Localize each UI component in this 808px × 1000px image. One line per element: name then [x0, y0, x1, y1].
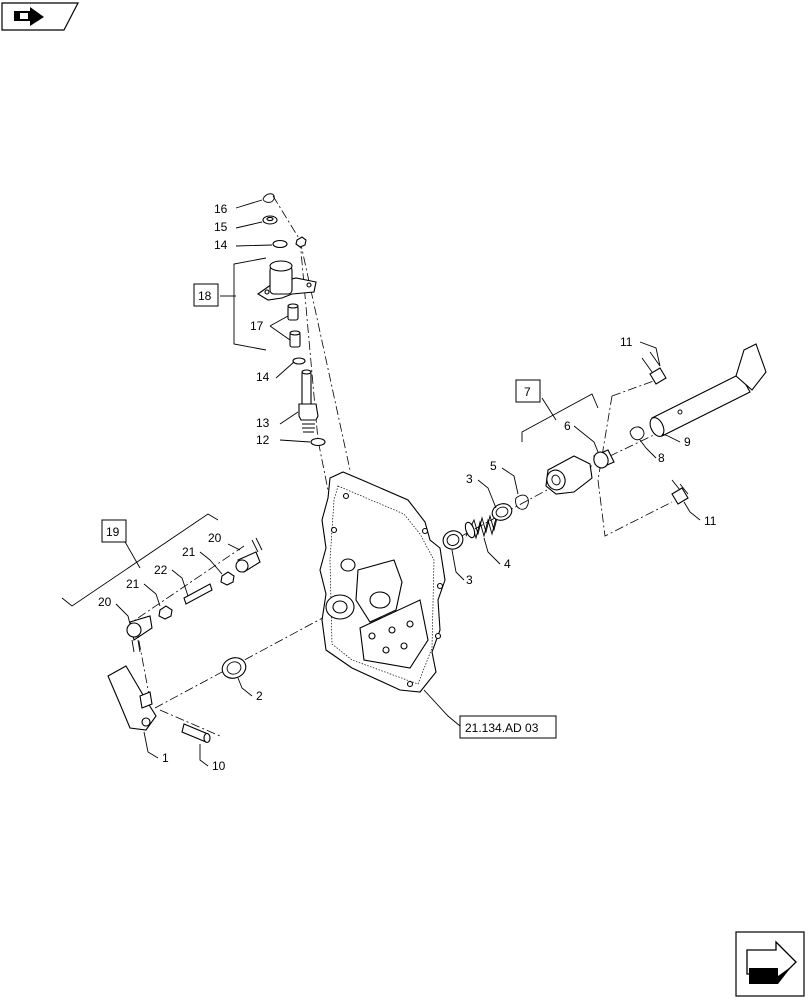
part-9-shaft[interactable] — [647, 343, 767, 439]
callout-12: 12 — [256, 433, 270, 447]
part-20-ball-joint-lower[interactable] — [126, 615, 153, 653]
part-1-lever[interactable] — [107, 665, 157, 731]
part-15-washer[interactable] — [262, 215, 278, 225]
callout-10: 10 — [212, 759, 226, 773]
part-14-ring-mid[interactable] — [292, 357, 306, 365]
callout-14-mid: 14 — [256, 370, 270, 384]
part-13-shaft[interactable] — [298, 369, 319, 433]
callout-22: 22 — [154, 563, 168, 577]
callout-20-lower: 20 — [98, 595, 112, 609]
callout-16: 16 — [214, 202, 228, 216]
callout-6: 6 — [564, 419, 571, 433]
callout-4: 4 — [504, 557, 511, 571]
part-7-bush[interactable] — [592, 449, 615, 470]
part-11-bolt-lower[interactable] — [671, 479, 689, 505]
part-16-circlip[interactable] — [262, 193, 275, 203]
part-2-seal[interactable] — [219, 654, 248, 681]
part-12-ring[interactable] — [310, 437, 326, 447]
leader-lines — [115, 199, 701, 767]
callout-20-upper: 20 — [208, 531, 222, 545]
part-6-housing[interactable] — [544, 455, 593, 495]
callout-17: 17 — [250, 319, 264, 333]
svg-text:7: 7 — [524, 385, 531, 399]
part-10-pin[interactable] — [181, 723, 211, 744]
part-3-ring-right[interactable] — [490, 501, 514, 523]
bracket-18 — [233, 257, 267, 351]
reference-box[interactable]: 21.134.AD 03 — [459, 715, 557, 739]
part-21-nut-lower[interactable] — [158, 605, 173, 620]
part-22-rod[interactable] — [183, 583, 213, 605]
callout-3-lower: 3 — [466, 573, 473, 587]
boxed-callout-18[interactable]: 18 — [193, 283, 219, 307]
part-5-circlip[interactable] — [515, 494, 529, 510]
callout-21-upper: 21 — [182, 545, 196, 559]
next-page-arrow-icon[interactable] — [735, 931, 805, 997]
part-14-ring-top[interactable] — [272, 239, 288, 249]
callout-9: 9 — [684, 435, 691, 449]
part-18-lever-assembly[interactable] — [256, 260, 317, 301]
center-lines — [134, 195, 761, 737]
part-17-bush-upper[interactable] — [287, 303, 299, 321]
callout-3-upper: 3 — [466, 472, 473, 486]
boxed-callout-19[interactable]: 19 — [101, 519, 127, 543]
part-3-ring-left[interactable] — [441, 528, 466, 552]
part-nut-small[interactable] — [295, 236, 307, 248]
boxed-callout-7[interactable]: 7 — [515, 379, 541, 403]
book-arrow-icon[interactable] — [1, 2, 79, 31]
svg-text:19: 19 — [106, 525, 120, 539]
callout-2: 2 — [256, 689, 263, 703]
callout-labels: 16 15 14 17 14 13 12 11 11 3 3 5 6 4 9 8… — [98, 202, 717, 773]
callout-8: 8 — [658, 451, 665, 465]
part-21-nut-upper[interactable] — [220, 571, 235, 586]
part-4-spring[interactable] — [464, 513, 499, 540]
callout-15: 15 — [214, 220, 228, 234]
cover-plate[interactable] — [319, 471, 446, 693]
bracket-7 — [521, 393, 599, 442]
callout-14-top: 14 — [214, 238, 228, 252]
callout-5: 5 — [490, 459, 497, 473]
callout-21-lower: 21 — [126, 577, 140, 591]
part-8-circlip[interactable] — [629, 426, 645, 441]
svg-text:18: 18 — [198, 289, 212, 303]
part-11-bolt-upper[interactable] — [641, 351, 667, 385]
part-17-bush-lower[interactable] — [289, 330, 301, 348]
callout-11-upper: 11 — [620, 335, 633, 349]
reference-label[interactable]: 21.134.AD 03 — [465, 721, 539, 735]
part-20-ball-joint-upper[interactable] — [235, 537, 263, 573]
callout-1: 1 — [162, 751, 169, 765]
bracket-19 — [61, 513, 219, 607]
callout-13: 13 — [256, 416, 270, 430]
callout-11-lower: 11 — [704, 514, 717, 528]
